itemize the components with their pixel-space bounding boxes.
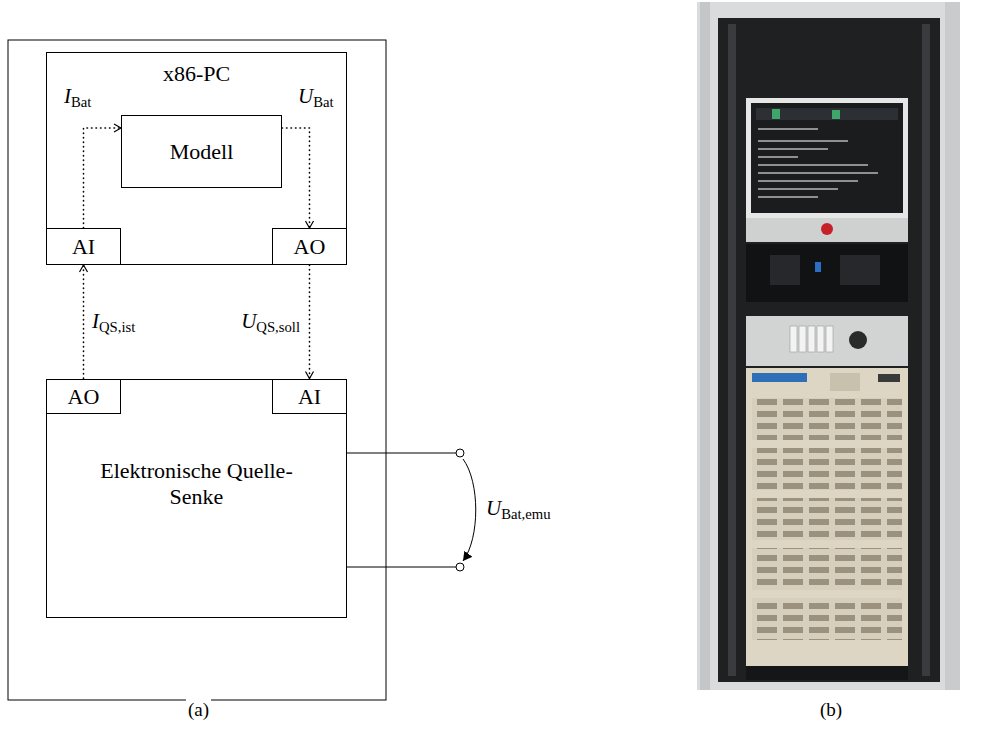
signal-arrow	[282, 128, 310, 228]
signal-label: UQS,soll	[239, 309, 302, 334]
symbol-subscript: QS,soll	[256, 319, 300, 335]
symbol-letter: U	[486, 496, 501, 520]
symbol-subscript: Bat	[313, 94, 333, 110]
signal-label: IQS,ist	[90, 309, 137, 334]
box-text: x86-PC	[163, 61, 230, 87]
symbol-letter: U	[241, 309, 256, 333]
terminal-wires	[347, 449, 476, 571]
symbol-letter: U	[298, 84, 313, 108]
io-port-box: AI	[272, 379, 347, 415]
panel-caption: (a)	[186, 699, 211, 722]
symbol-subscript: Bat	[71, 94, 91, 110]
io-port-box: AI	[46, 228, 121, 265]
signal-arrow	[84, 128, 122, 228]
model-box: Modell	[121, 115, 282, 188]
box-text: AO	[68, 384, 100, 410]
io-port-box: AO	[46, 379, 121, 415]
rack-photo	[697, 2, 960, 690]
signal-arrow	[83, 265, 85, 379]
box-text: AI	[72, 234, 95, 260]
box-text: AI	[298, 384, 321, 410]
symbol-subscript: Bat,emu	[501, 506, 550, 522]
symbol-letter: I	[64, 84, 71, 108]
voltage-label: UBat,emu	[484, 496, 553, 521]
signal-label: UBat	[296, 84, 336, 109]
box-text: AO	[294, 234, 326, 260]
box-text: Modell	[170, 139, 234, 165]
symbol-subscript: QS,ist	[99, 319, 135, 335]
io-port-box: AO	[272, 228, 347, 265]
source-sink-box: Elektronische Quelle-Senke AO AI	[46, 379, 347, 618]
outer-frame	[8, 40, 386, 700]
box-text: Elektronische Quelle-Senke	[97, 458, 297, 510]
symbol-letter: I	[92, 309, 99, 333]
panel-caption: (b)	[818, 699, 844, 722]
signal-label: IBat	[62, 84, 93, 109]
signal-arrow	[309, 265, 311, 379]
